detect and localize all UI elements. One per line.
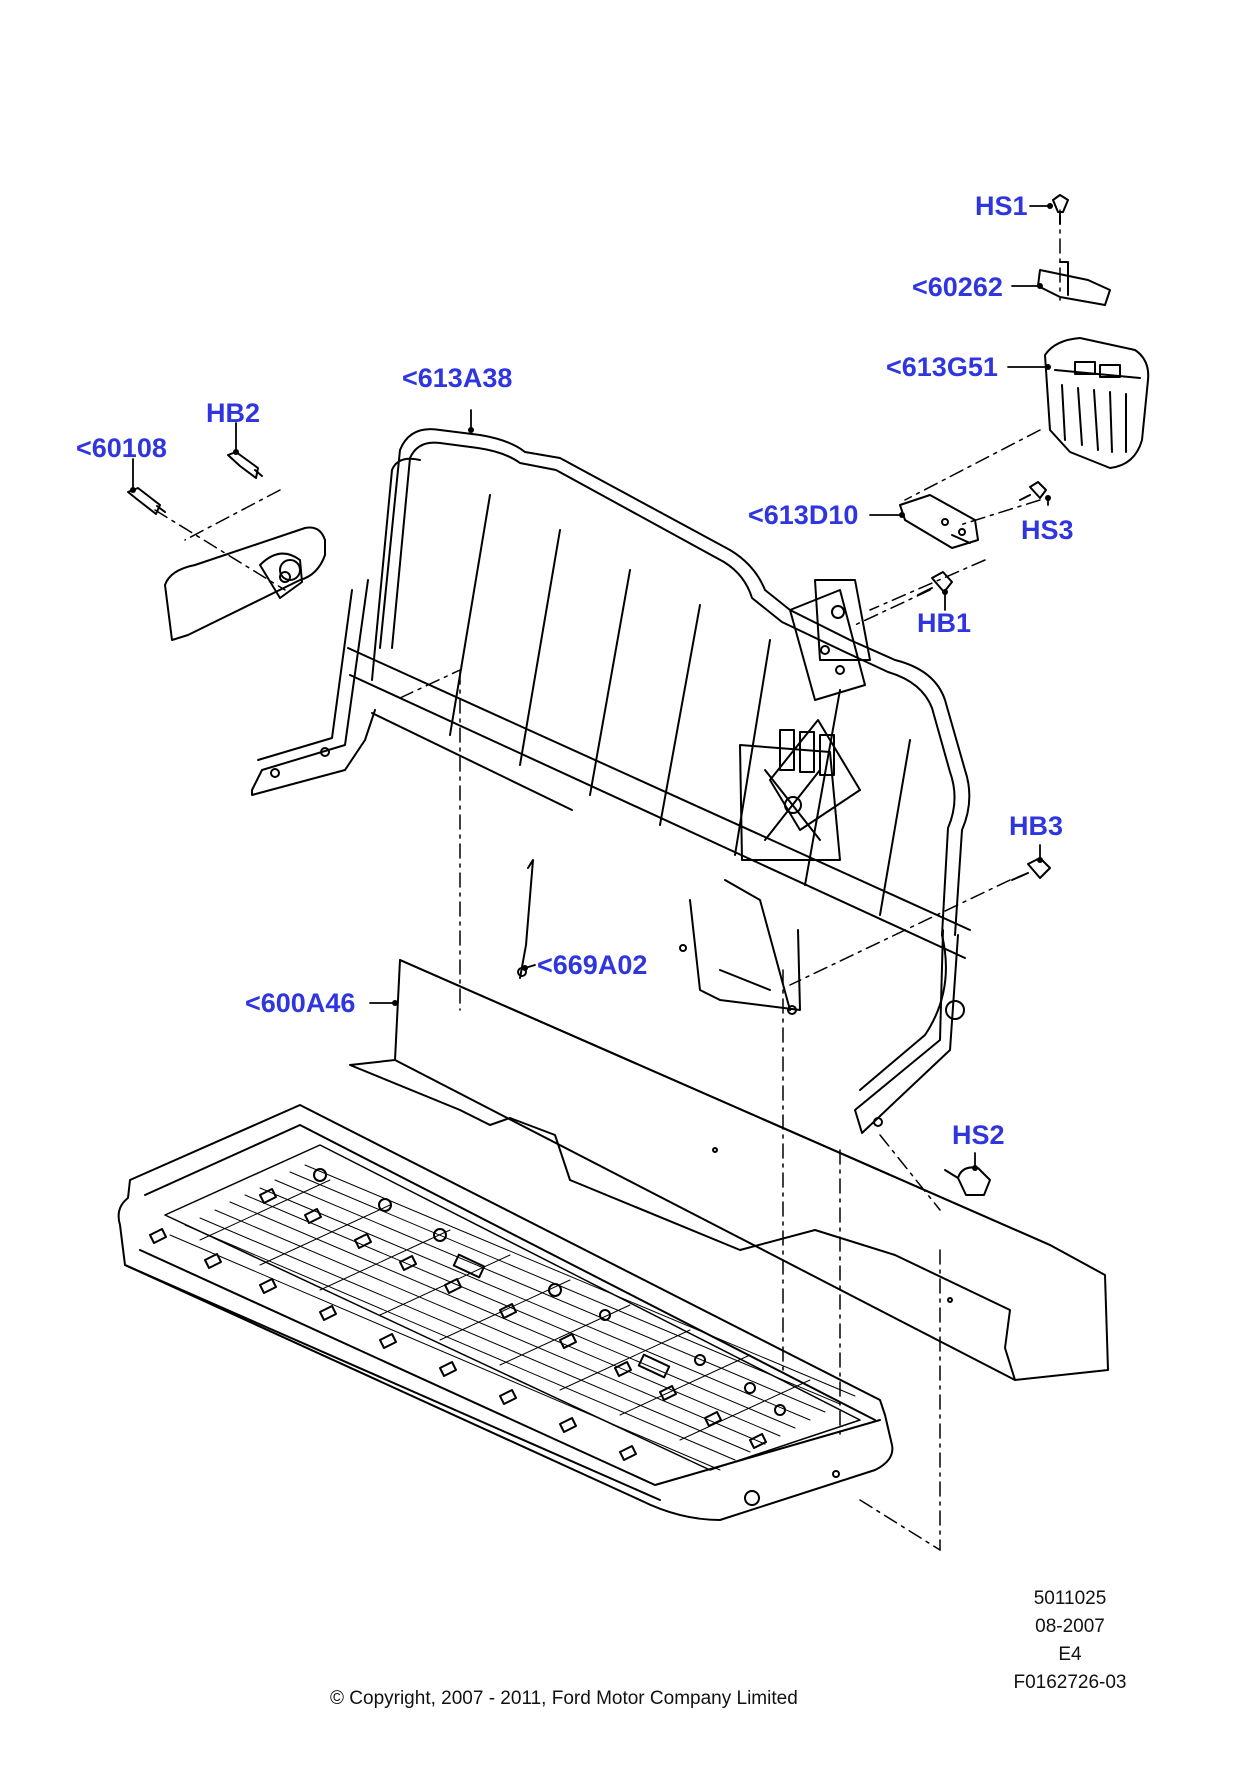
callout-669a02[interactable]: <669A02 bbox=[537, 950, 648, 980]
callout-hb1[interactable]: HB1 bbox=[917, 608, 972, 638]
fasteners bbox=[127, 194, 1069, 1196]
callout-613a38[interactable]: <613A38 bbox=[402, 363, 513, 393]
callout-hs1[interactable]: HS1 bbox=[975, 191, 1028, 221]
callout-hb3[interactable]: HB3 bbox=[1009, 811, 1064, 841]
copyright-notice: © Copyright, 2007 - 2011, Ford Motor Com… bbox=[330, 1688, 798, 1709]
reference-block: 5011025 08-2007 E4 F0162726-03 bbox=[990, 1585, 1150, 1697]
headrest-cover bbox=[164, 526, 326, 641]
wire-rod bbox=[517, 859, 534, 979]
trim-panel bbox=[349, 959, 1109, 1381]
assembly-dashed-lines bbox=[154, 209, 1061, 1551]
latch-assembly bbox=[1037, 261, 1150, 469]
diagram-date: 08-2007 bbox=[1035, 1616, 1105, 1637]
callout-60262[interactable]: <60262 bbox=[912, 272, 1003, 302]
diagram-revision: E4 bbox=[1058, 1644, 1082, 1665]
leader-dots bbox=[130, 203, 1053, 1171]
callout-60108[interactable]: <60108 bbox=[76, 433, 167, 463]
callout-613g51[interactable]: <613G51 bbox=[886, 352, 998, 382]
callout-hs3[interactable]: HS3 bbox=[1021, 515, 1074, 545]
spring-mesh bbox=[169, 1164, 856, 1471]
seat-cushion-frame bbox=[117, 1104, 894, 1521]
latch-bracket bbox=[899, 494, 979, 549]
callout-600a46[interactable]: <600A46 bbox=[245, 988, 356, 1018]
callout-hb2[interactable]: HB2 bbox=[206, 398, 261, 428]
diagram-number: 5011025 bbox=[1033, 1588, 1107, 1609]
leader-lines bbox=[132, 205, 1051, 1169]
diagram-reference: F0162726-03 bbox=[1013, 1672, 1127, 1693]
callout-613d10[interactable]: <613D10 bbox=[748, 500, 859, 530]
callout-hs2[interactable]: HS2 bbox=[952, 1120, 1005, 1150]
seat-back-frame bbox=[251, 428, 971, 1134]
spring-clips bbox=[149, 1188, 767, 1461]
